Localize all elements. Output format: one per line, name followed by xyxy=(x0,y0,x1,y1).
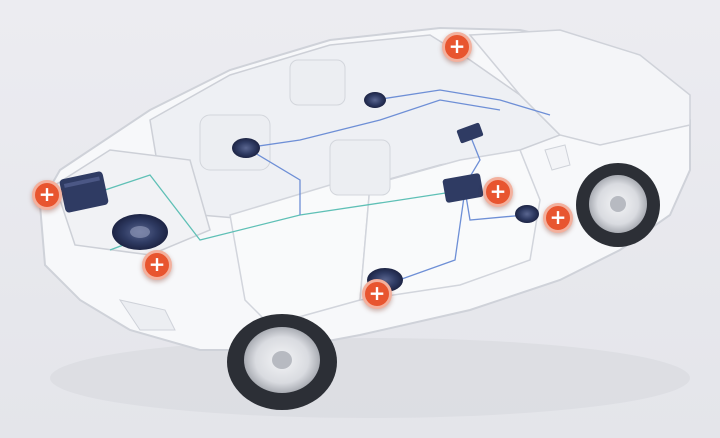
front-wheel xyxy=(576,163,660,247)
rear-light xyxy=(118,299,176,331)
ground-shadow xyxy=(50,338,690,418)
amplifier-component xyxy=(59,171,109,213)
front-seat-left xyxy=(289,59,346,106)
dash-unit-component xyxy=(456,122,484,144)
hotspot-processor[interactable]: + xyxy=(483,177,513,207)
processor-component xyxy=(442,173,484,203)
plus-icon: + xyxy=(489,179,507,203)
hotspot-roof-antenna[interactable]: + xyxy=(442,32,472,62)
plus-icon: + xyxy=(148,252,166,276)
car-roof-glass xyxy=(149,34,562,221)
hotspot-amplifier[interactable]: + xyxy=(32,180,62,210)
car-hood xyxy=(468,29,691,146)
hotspot-rear-door-speaker[interactable]: + xyxy=(362,279,392,309)
plus-icon: + xyxy=(38,182,56,206)
hotspot-subwoofer[interactable]: + xyxy=(142,250,172,280)
front-seat-right xyxy=(329,139,391,196)
rear-speaker-component xyxy=(232,138,260,158)
hotspot-front-door-speaker[interactable]: + xyxy=(543,203,573,233)
rear-wheel xyxy=(227,314,337,410)
front-door-speaker-component xyxy=(515,205,539,223)
plus-icon: + xyxy=(549,205,567,229)
side-mirror xyxy=(544,144,571,171)
front-speaker-left-component xyxy=(364,92,386,108)
plus-icon: + xyxy=(448,34,466,58)
plus-icon: + xyxy=(368,281,386,305)
